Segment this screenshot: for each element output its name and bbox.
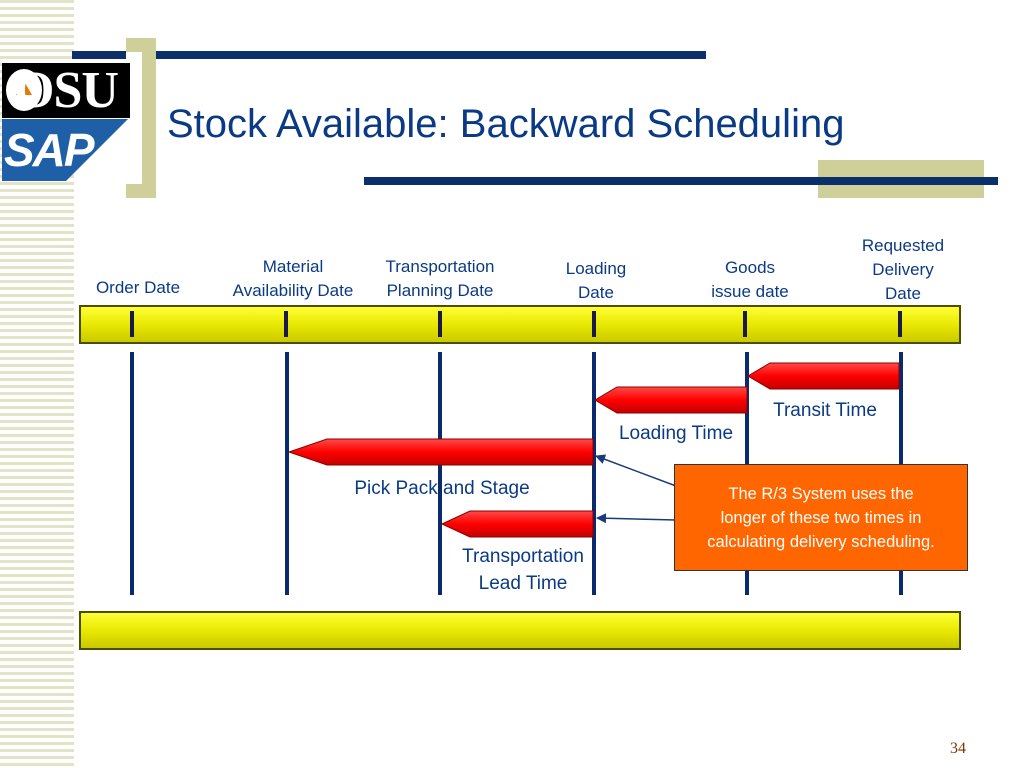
sap-logo-text: SAP xyxy=(4,124,95,176)
label-transit-time: Transit Time xyxy=(773,400,877,421)
date-label-goods-issue: Goods issue date xyxy=(711,258,789,301)
label-loading-time: Loading Time xyxy=(618,423,734,444)
osu-logo-text: OSU xyxy=(14,62,119,119)
timeline-bar-bottom xyxy=(79,611,961,650)
date-label-order: Order Date xyxy=(95,278,181,297)
tick-material-availability xyxy=(284,311,288,337)
date-label-requested-delivery: Requested Delivery Date xyxy=(861,236,945,303)
arrow-pick-pack-stage xyxy=(287,438,594,466)
scheduling-note: The R/3 System uses the longer of these … xyxy=(674,464,968,571)
sap-logo: SAP xyxy=(2,119,128,181)
milestone-line-loading xyxy=(592,352,596,595)
sap-logo-shape xyxy=(2,119,128,181)
top-navy-rule xyxy=(72,51,706,59)
date-label-transportation-planning: Transportation Planning Date xyxy=(385,257,495,300)
osu-logo-triangle-icon xyxy=(16,81,32,95)
arrow-transportation-lead-time xyxy=(440,510,594,538)
khaki-bracket-inner xyxy=(126,52,142,184)
tick-loading-date xyxy=(592,311,596,337)
arrow-loading-time xyxy=(594,386,748,414)
connector-to-pick-pack xyxy=(595,454,677,487)
milestone-line-material xyxy=(285,352,289,595)
tick-order-date xyxy=(130,311,134,337)
slide-title: Stock Available: Backward Scheduling xyxy=(167,102,845,146)
milestone-line-order xyxy=(130,352,134,595)
date-label-material-availability: Material Availability Date xyxy=(232,257,354,300)
label-pick-pack-stage: Pick Pack and Stage xyxy=(354,478,530,499)
timeline-ticks xyxy=(130,311,902,337)
page-number: 34 xyxy=(950,740,966,757)
tick-goods-issue xyxy=(743,311,747,337)
timeline-bar-top xyxy=(79,305,961,344)
osu-logo: OSU xyxy=(2,62,130,119)
bottom-navy-rule xyxy=(364,177,998,185)
label-transportation-lead-time: Transportation Lead Time xyxy=(462,546,584,594)
milestone-line-transport-planning xyxy=(438,352,442,595)
arrow-transit-time xyxy=(747,362,900,390)
tick-requested-delivery xyxy=(898,311,902,337)
date-label-loading: Loading Date xyxy=(565,259,627,302)
tick-transportation-planning xyxy=(438,311,442,337)
connector-to-transport-lead xyxy=(596,513,677,524)
